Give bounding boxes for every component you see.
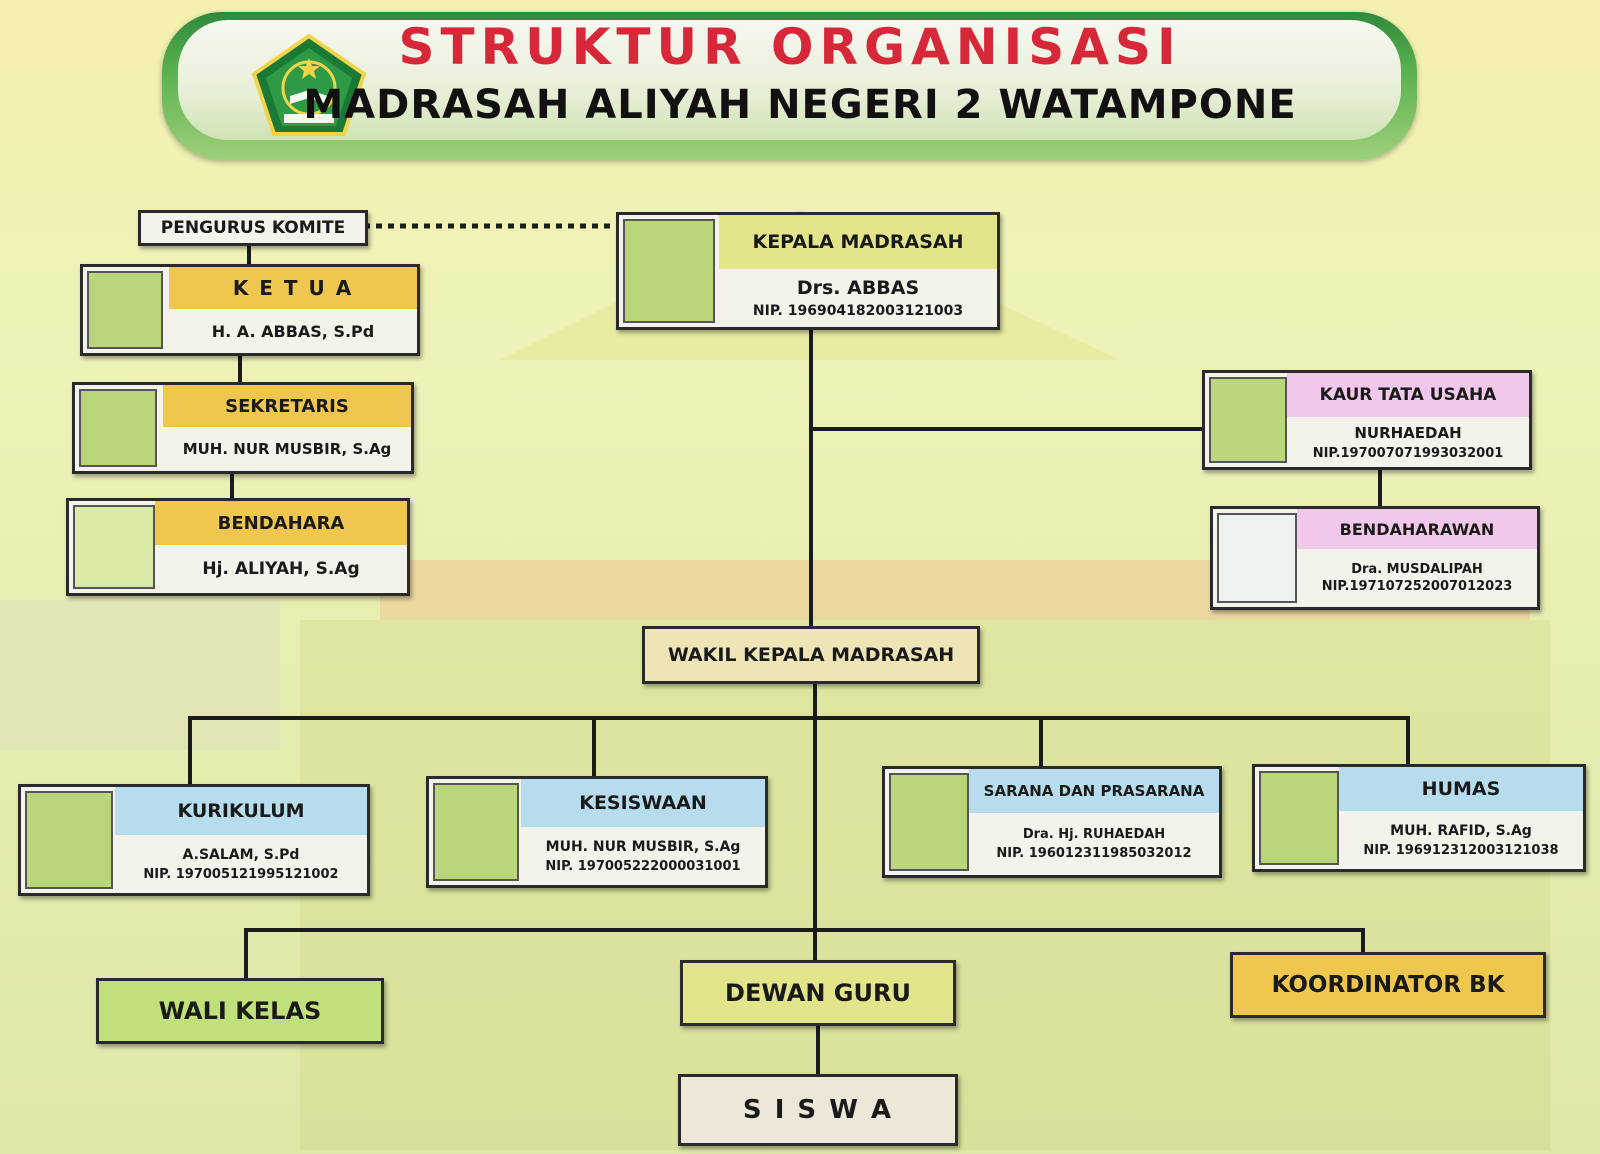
kaur-photo (1209, 377, 1287, 463)
humas-name-text: MUH. RAFID, S.Ag (1390, 822, 1532, 839)
kesiswaan-card: KESISWAAN MUH. NUR MUSBIR, S.Ag NIP. 197… (426, 776, 768, 888)
humas-nip: NIP. 196912312003121038 (1363, 842, 1559, 858)
kurikulum-name: A.SALAM, S.Pd NIP. 197005121995121002 (115, 835, 367, 893)
sekretaris-role: SEKRETARIS (163, 385, 411, 427)
ketua-name: H. A. ABBAS, S.Pd (211, 321, 375, 341)
connector-guru-siswa (816, 1024, 820, 1074)
kaur-name: NURHAEDAH NIP.197007071993032001 (1287, 417, 1529, 467)
koordinator-bk-box: KOORDINATOR BK (1230, 952, 1546, 1018)
wakil-kepala-box: WAKIL KEPALA MADRASAH (642, 626, 980, 684)
header-banner (162, 12, 1417, 160)
bendaharawan-nip: NIP.197107252007012023 (1321, 579, 1513, 594)
dewan-guru-box: DEWAN GURU (680, 960, 956, 1026)
kesiswaan-role: KESISWAAN (521, 779, 765, 827)
kepala-madrasah-card: KEPALA MADRASAH Drs. ABBAS NIP. 19690418… (616, 212, 1000, 330)
kurikulum-role: KURIKULUM (115, 787, 367, 835)
sarana-role: SARANA DAN PRASARANA (969, 769, 1219, 813)
sarana-name: Dra. Hj. RUHAEDAH NIP. 19601231198503201… (969, 813, 1219, 875)
wali-kelas-box: WALI KELAS (96, 978, 384, 1044)
page-title: STRUKTUR ORGANISASI (398, 18, 1182, 76)
kepala-role: KEPALA MADRASAH (719, 215, 997, 269)
kepala-nip: NIP. 196904182003121003 (752, 303, 964, 319)
connector-komite-down (247, 240, 251, 266)
bendaharawan-photo (1217, 513, 1297, 603)
connector-wali-kelas (244, 928, 248, 978)
ministry-logo-icon (251, 34, 367, 136)
kurikulum-photo (25, 791, 113, 889)
connector-koordinator-bk (1361, 928, 1365, 956)
dotted-connector (364, 223, 612, 229)
kaur-name-text: NURHAEDAH (1354, 423, 1462, 442)
ketua-card: K E T U A H. A. ABBAS, S.Pd (80, 264, 420, 356)
kurikulum-nip: NIP. 197005121995121002 (143, 866, 339, 882)
connector-kesiswaan (592, 716, 596, 776)
bendahara-card: BENDAHARA Hj. ALIYAH, S.Ag (66, 498, 410, 596)
connector-kaur-bendaharawan (1378, 468, 1382, 508)
connector-bottom-bar (244, 928, 1365, 932)
kaur-nip: NIP.197007071993032001 (1312, 445, 1504, 461)
sekretaris-photo (79, 389, 157, 467)
kaur-tata-usaha-card: KAUR TATA USAHA NURHAEDAH NIP.1970070719… (1202, 370, 1532, 470)
connector-deputies-bar (188, 716, 1410, 720)
sekretaris-card: SEKRETARIS MUH. NUR MUSBIR, S.Ag (72, 382, 414, 474)
kesiswaan-name-text: MUH. NUR MUSBIR, S.Ag (545, 838, 741, 855)
page-subtitle: MADRASAH ALIYAH NEGERI 2 WATAMPONE (303, 82, 1297, 128)
kurikulum-name-text: A.SALAM, S.Pd (182, 846, 300, 863)
sekretaris-name: MUH. NUR MUSBIR, S.Ag (182, 440, 392, 458)
sarana-photo (889, 773, 969, 871)
kepala-photo (623, 219, 715, 323)
kaur-role: KAUR TATA USAHA (1287, 373, 1529, 417)
connector-wakil-down (813, 684, 817, 960)
bendahara-role: BENDAHARA (155, 501, 407, 545)
connector-sarana (1039, 716, 1043, 766)
connector-ketua-sekretaris (238, 352, 242, 382)
humas-role: HUMAS (1339, 767, 1583, 811)
kesiswaan-photo (433, 783, 519, 881)
ketua-role: K E T U A (169, 267, 417, 309)
kesiswaan-nip: NIP. 197005222000031001 (545, 858, 741, 874)
connector-humas (1406, 716, 1410, 766)
bendaharawan-name: Dra. MUSDALIPAH NIP.197107252007012023 (1297, 549, 1537, 607)
connector-kurikulum (188, 716, 192, 784)
sarana-nip: NIP. 196012311985032012 (996, 846, 1192, 861)
humas-name: MUH. RAFID, S.Ag NIP. 196912312003121038 (1339, 811, 1583, 869)
bendahara-photo (73, 505, 155, 589)
connector-to-kaur (811, 427, 1206, 431)
ketua-photo (87, 271, 163, 349)
bendahara-name: Hj. ALIYAH, S.Ag (202, 559, 360, 579)
sarana-prasarana-card: SARANA DAN PRASARANA Dra. Hj. RUHAEDAH N… (882, 766, 1222, 878)
humas-photo (1259, 771, 1339, 865)
connector-sekretaris-bendahara (230, 468, 234, 498)
pengurus-komite-box: PENGURUS KOMITE (138, 210, 368, 246)
bendaharawan-name-text: Dra. MUSDALIPAH (1351, 562, 1483, 577)
bendaharawan-role: BENDAHARAWAN (1297, 509, 1537, 549)
connector-head-main (809, 328, 813, 626)
humas-card: HUMAS MUH. RAFID, S.Ag NIP. 196912312003… (1252, 764, 1586, 872)
kepala-name: Drs. ABBAS NIP. 196904182003121003 (719, 269, 997, 327)
kurikulum-card: KURIKULUM A.SALAM, S.Pd NIP. 19700512199… (18, 784, 370, 896)
kesiswaan-name: MUH. NUR MUSBIR, S.Ag NIP. 1970052220000… (521, 827, 765, 885)
kepala-name-text: Drs. ABBAS (796, 277, 920, 299)
sarana-name-text: Dra. Hj. RUHAEDAH (1022, 827, 1166, 842)
siswa-box: S I S W A (678, 1074, 958, 1146)
header-inner-panel (178, 20, 1401, 140)
bendaharawan-card: BENDAHARAWAN Dra. MUSDALIPAH NIP.1971072… (1210, 506, 1540, 610)
